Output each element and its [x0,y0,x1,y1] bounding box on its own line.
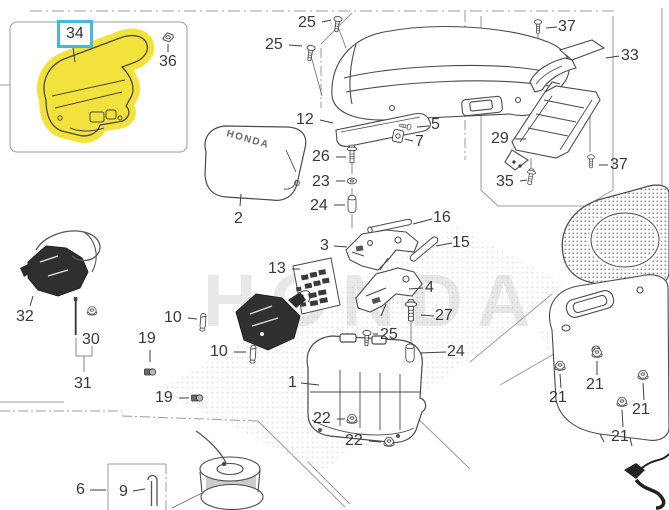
part-9-pin [147,474,158,506]
part-29-bracket-base [504,81,601,171]
part-label-1-19[interactable]: 1 [288,374,297,391]
part-label-19-24[interactable]: 19 [138,330,156,347]
part-label-13-14[interactable]: 13 [268,260,286,277]
part-16-rod [367,218,413,234]
part-label-33-32[interactable]: 33 [621,47,639,64]
part-center-carburetor [235,290,311,351]
part-label-21-39[interactable]: 21 [611,428,629,445]
part-label-25-2[interactable]: 25 [298,14,316,31]
part-4-bracket [355,267,423,317]
part-label-23-9[interactable]: 23 [312,173,330,190]
part-label-21-36[interactable]: 21 [549,389,567,406]
part-37-screw-a [533,19,543,34]
part-label-32-26[interactable]: 32 [16,308,34,325]
part-19-clip-a [144,368,157,376]
part-10-pin-b [249,344,257,364]
part-label-15-12[interactable]: 15 [452,234,470,251]
part-label-21-38[interactable]: 21 [632,401,650,418]
part-10-pin-a [199,312,207,332]
part-label-19-25[interactable]: 19 [155,389,173,406]
part-label-4-15[interactable]: 4 [425,279,434,296]
part-21-nut-a [554,361,566,371]
part-label-35-35[interactable]: 35 [496,173,514,190]
part-label-22-20[interactable]: 22 [313,410,331,427]
part-1-air-cleaner-base [306,333,427,444]
part-26-bolt [346,144,358,164]
part-label-5-5[interactable]: 5 [431,116,440,133]
part-label-7-6[interactable]: 7 [415,133,424,150]
part-19-clip-b [191,394,204,402]
part-label-12-4[interactable]: 12 [296,111,314,128]
part-label-37-34[interactable]: 37 [610,156,628,173]
part-label-31-28[interactable]: 31 [74,375,92,392]
part-label-25-3[interactable]: 25 [265,36,283,53]
part-label-24-18[interactable]: 24 [447,343,465,360]
part-starter-pulley [195,430,264,510]
part-24-spacer-a [347,195,357,213]
part-22-nut-a [346,414,358,424]
part-15-rod [409,236,439,262]
part-32-carburetor-assembly [20,230,101,297]
part-label-27-16[interactable]: 27 [435,307,453,324]
part-21-nut-b [591,348,603,358]
part-21-nut-d [616,397,628,407]
part-12-gasket [335,112,431,147]
leader-lines [29,19,645,492]
part-13-gasket-sheet [292,257,341,315]
part-30-nut [86,306,98,316]
part-wire-harness [624,453,669,510]
part-24-spacer-b [405,343,415,363]
part-label-2-7[interactable]: 2 [234,210,243,227]
part-35-bolt [524,167,537,186]
part-label-24-10[interactable]: 24 [310,197,328,214]
part-label-26-8[interactable]: 26 [312,148,330,165]
part-22-nut-b [383,437,395,447]
part-30-long-bolt [73,297,78,335]
part-label-29-33[interactable]: 29 [491,130,509,147]
part-label-37-31[interactable]: 37 [558,18,576,35]
part-label-9-30[interactable]: 9 [119,483,128,500]
part-fan-cover [561,184,669,288]
part-7-clip [391,128,405,144]
part-recoil-cover [548,274,669,447]
part-33-clamp-plate [529,39,606,93]
part-label-16-11[interactable]: 16 [433,209,451,226]
part-21-nut-c [637,370,649,380]
part-label-34-0[interactable]: 34 [57,20,93,48]
part-37-screw-b [587,154,595,169]
part-label-3-13[interactable]: 3 [320,237,329,254]
part-label-25-17[interactable]: 25 [380,326,398,343]
part-air-cleaner-case-top [331,26,570,121]
part-27-bolt [404,299,418,322]
part-25-screw-b [304,44,316,62]
part-label-6-29[interactable]: 6 [76,481,85,498]
part-34-air-cleaner-cover-highlighted[interactable] [37,28,155,143]
part-3-bracket [345,229,419,271]
part-label-10-23[interactable]: 10 [210,343,228,360]
part-label-30-27[interactable]: 30 [82,331,100,348]
part-label-22-21[interactable]: 22 [345,432,363,449]
part-label-10-22[interactable]: 10 [164,309,182,326]
part-23-washer [346,177,358,185]
part-label-21-37[interactable]: 21 [586,376,604,393]
part-36-cap-nut [162,32,174,43]
part-2-honda-cover: HONDA [204,125,307,201]
part-label-36-1[interactable]: 36 [159,53,177,70]
